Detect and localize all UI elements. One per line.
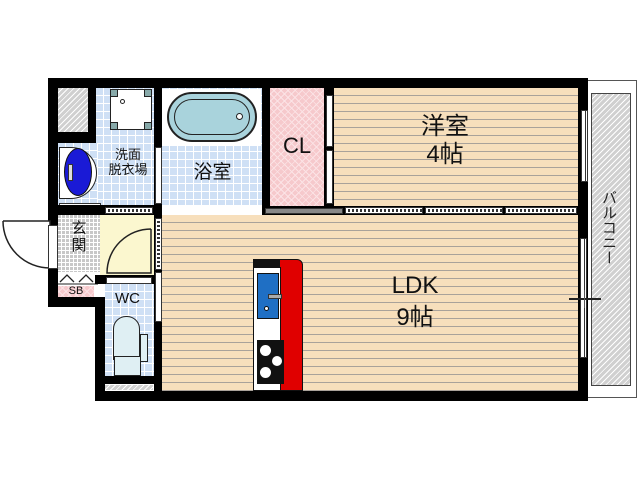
ldk-size: 9帖 bbox=[396, 303, 434, 331]
hallway bbox=[100, 215, 154, 277]
ldk-label: LDK 9帖 bbox=[370, 272, 460, 331]
washing-machine-pan bbox=[110, 89, 152, 130]
closet-door-upper bbox=[326, 95, 333, 147]
balcony-floor bbox=[591, 93, 631, 386]
wall-toilet-left bbox=[95, 297, 105, 401]
bathtub bbox=[167, 92, 257, 142]
entrance-label-line2: 関 bbox=[71, 237, 87, 255]
western-room bbox=[334, 88, 578, 206]
partition-sliding-door-3 bbox=[505, 207, 577, 214]
wall-left-lower bbox=[48, 265, 58, 307]
storage-pillar bbox=[58, 88, 88, 132]
stove-icon bbox=[257, 340, 284, 384]
wall-top bbox=[48, 78, 588, 88]
partition-sliding-door-2 bbox=[425, 207, 503, 214]
ldk-name: LDK bbox=[391, 272, 439, 299]
western-window bbox=[581, 110, 588, 182]
washroom-sliding-door bbox=[105, 207, 153, 214]
washroom-label: 洗面 脱衣場 bbox=[100, 147, 156, 178]
kitchen-counter bbox=[253, 259, 303, 392]
closet bbox=[270, 88, 324, 206]
wall-bottom bbox=[95, 391, 588, 401]
window-crossbar-v bbox=[584, 290, 585, 308]
entrance-label-line1: 玄 bbox=[71, 220, 87, 237]
wall-pillar-right bbox=[88, 88, 96, 143]
toilet-vent bbox=[105, 385, 153, 390]
partition-panel bbox=[265, 208, 343, 214]
wall-entrance-bottom bbox=[48, 297, 105, 307]
hallway-door-swing[interactable] bbox=[104, 226, 154, 276]
wall-left-upper bbox=[48, 78, 58, 228]
washroom-label-line2: 脱衣場 bbox=[108, 161, 148, 177]
ldk-sliding-door bbox=[155, 218, 162, 270]
entrance-step-markers bbox=[58, 272, 98, 286]
toilet-door bbox=[106, 277, 152, 284]
western-room-size: 4帖 bbox=[426, 140, 464, 168]
bath-door bbox=[155, 147, 162, 204]
step-up-icon bbox=[58, 274, 98, 285]
toilet-seat-base bbox=[114, 356, 141, 376]
entrance-label: 玄 関 bbox=[60, 220, 98, 255]
ldk-room bbox=[162, 215, 578, 391]
washroom-label-line1: 洗面 bbox=[114, 147, 141, 162]
western-room-label: 洋室 4帖 bbox=[400, 113, 490, 168]
balcony-label: バルコニー bbox=[600, 190, 617, 265]
shoe-box-label: SB bbox=[68, 285, 84, 297]
toilet-tank bbox=[140, 334, 148, 362]
entrance-door-swing[interactable] bbox=[0, 218, 52, 270]
toilet-bowl bbox=[113, 316, 140, 360]
wall-pillar-bottom bbox=[58, 132, 96, 143]
toilet-label: WC bbox=[115, 290, 140, 307]
closet-door-lower bbox=[326, 150, 333, 204]
western-room-name: 洋室 bbox=[421, 113, 469, 140]
sink-icon bbox=[257, 273, 282, 319]
bathroom-label: 浴室 bbox=[193, 162, 232, 183]
window-crossbar bbox=[569, 298, 601, 300]
entrance-floor bbox=[58, 215, 100, 272]
closet-label: CL bbox=[282, 133, 312, 158]
wall-bath-cl bbox=[262, 88, 270, 215]
entrance-door-leaf bbox=[48, 225, 58, 269]
wall-toilet-bottom bbox=[95, 376, 157, 384]
ldk-side-panel bbox=[155, 272, 162, 322]
washbasin-faucet bbox=[68, 164, 73, 181]
partition-sliding-door-1 bbox=[345, 207, 423, 214]
shoe-box bbox=[58, 286, 94, 297]
